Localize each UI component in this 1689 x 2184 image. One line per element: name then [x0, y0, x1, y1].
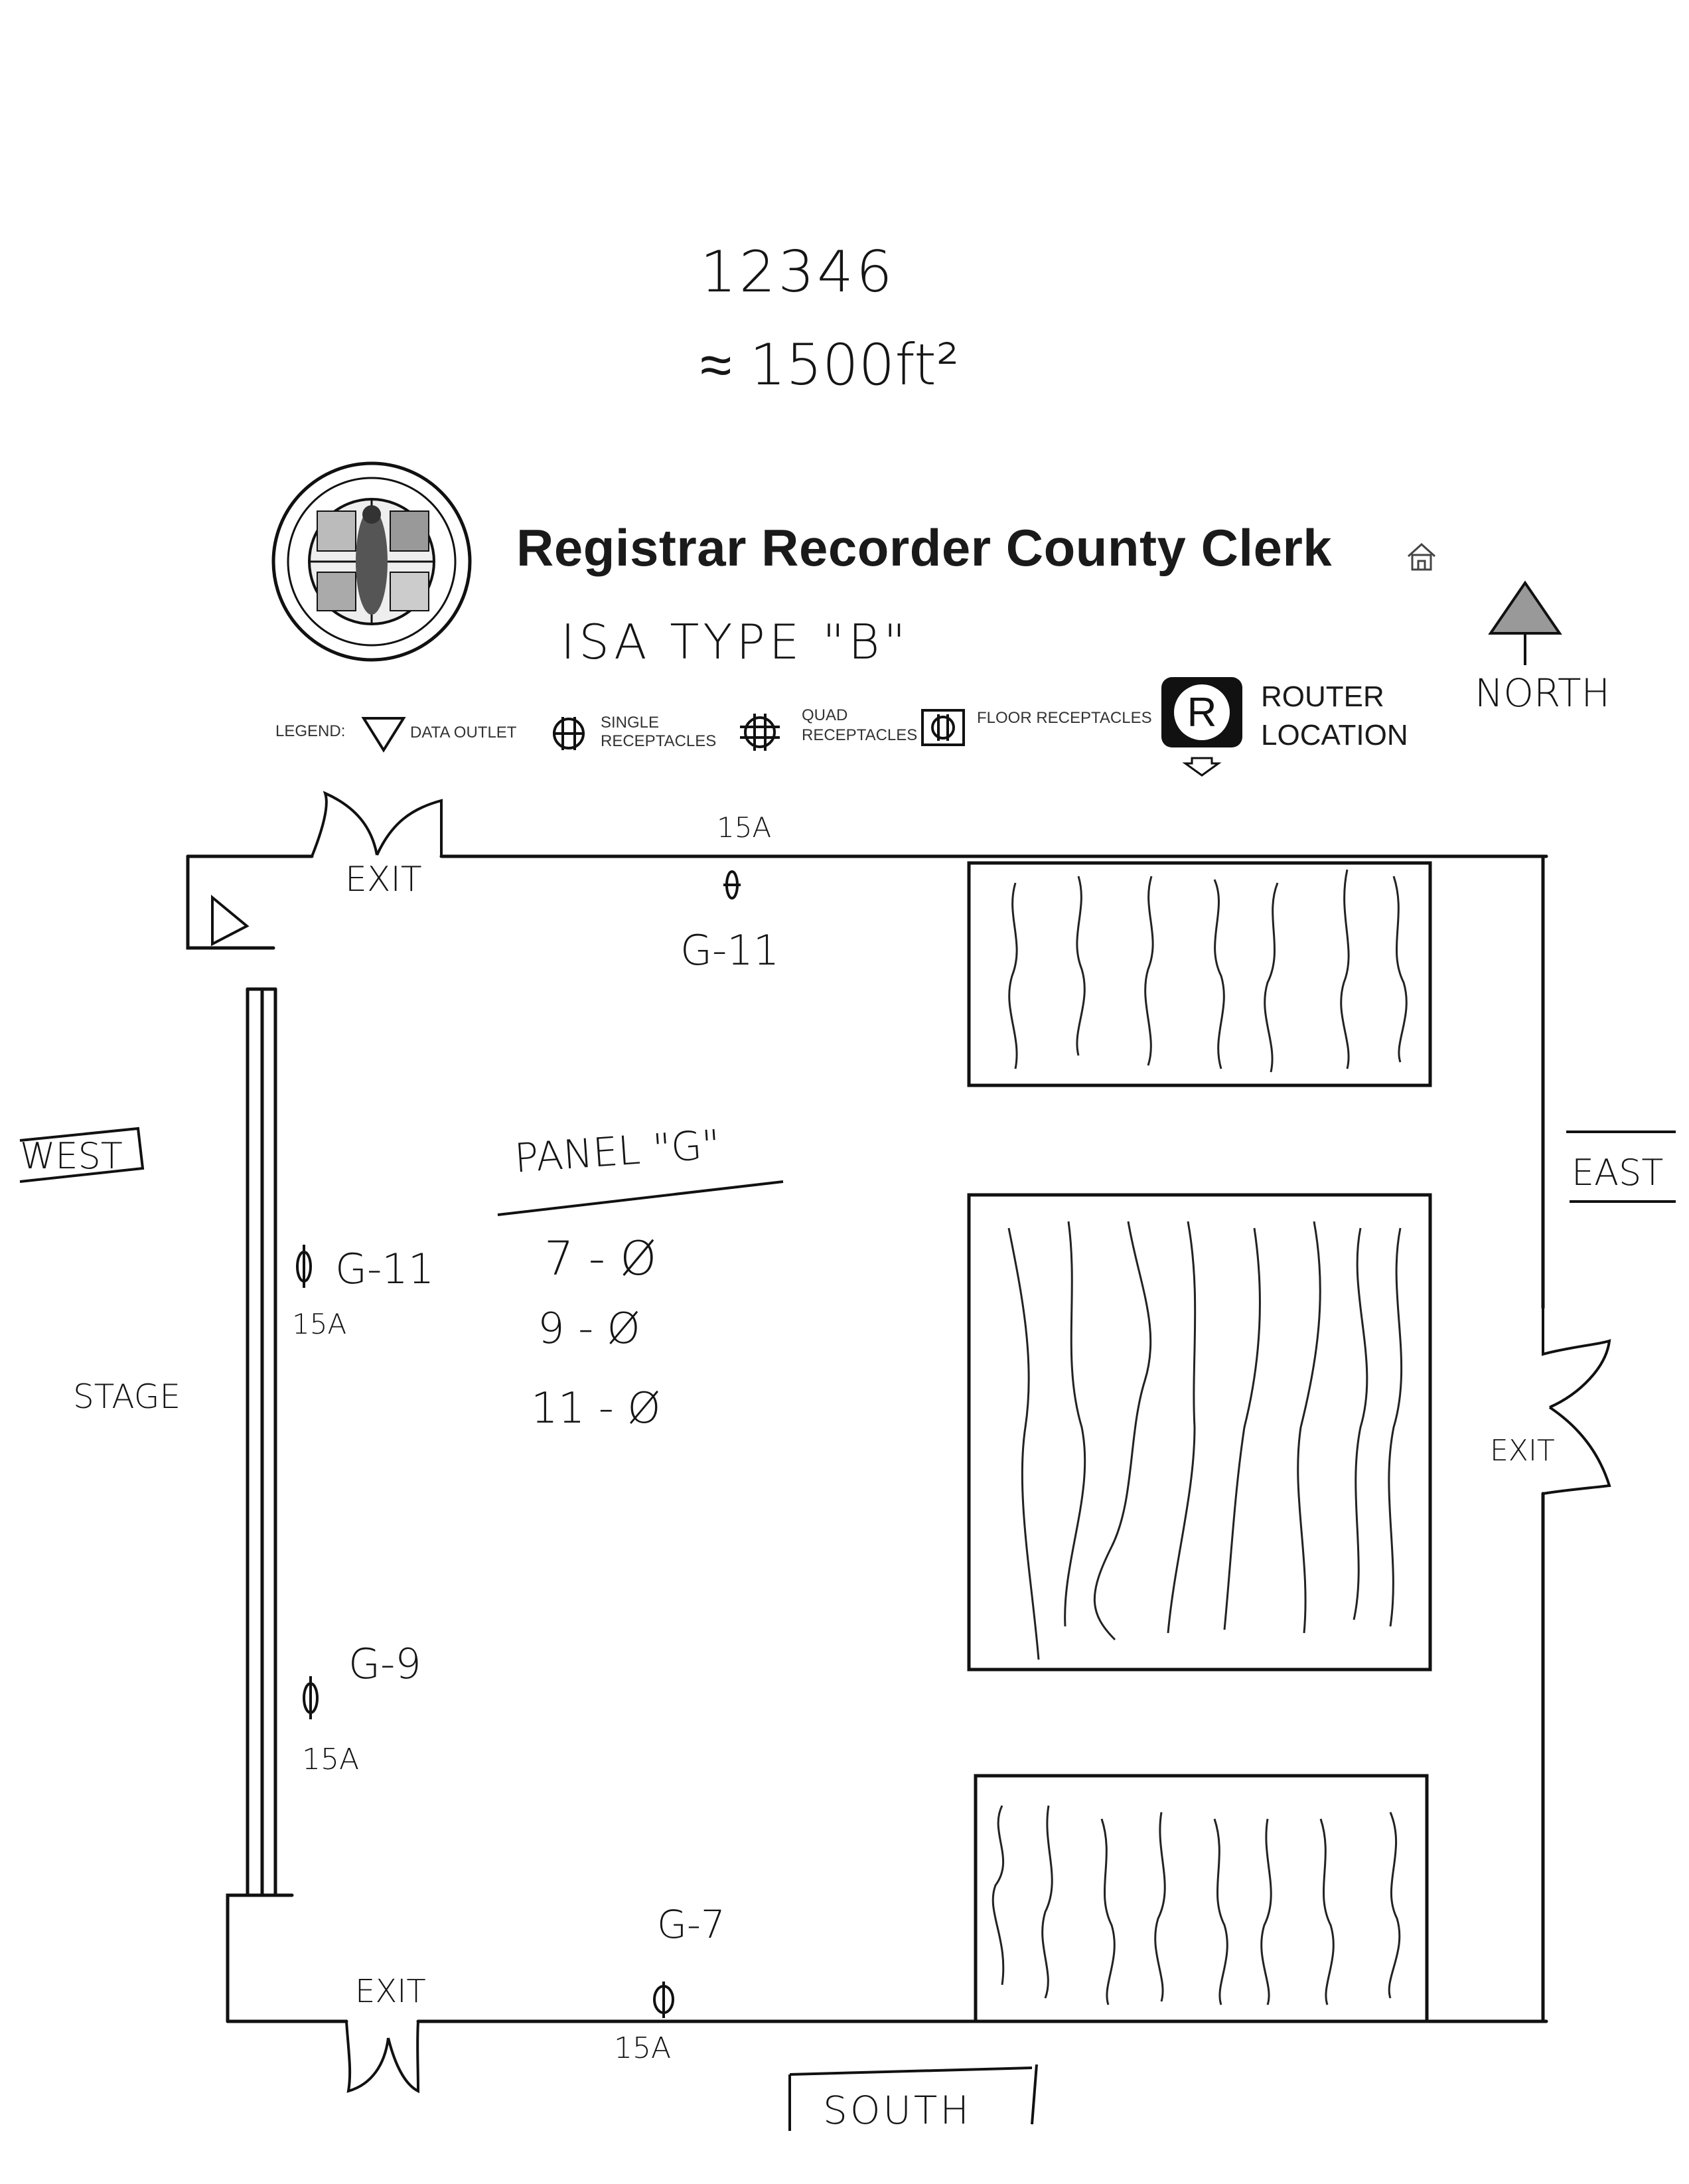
legend-router-icon: [1161, 677, 1242, 777]
isa-type-label: ISA TYPE "B": [561, 614, 910, 670]
north-receptacle-amps: 15A: [717, 811, 772, 844]
room-walls: [186, 854, 1548, 2023]
seating-block-center: [967, 1193, 1432, 1672]
legend-router-label-2: LOCATION: [1261, 719, 1408, 751]
org-title: Registrar Recorder County Clerk: [516, 518, 1333, 577]
door-east-icon: [1542, 1308, 1611, 1495]
panel-row-9: 9 - Ø: [538, 1304, 640, 1354]
legend-quad-receptacle-icon: [740, 714, 780, 751]
exit-east-label: EXIT: [1490, 1434, 1555, 1468]
legend-data-outlet-icon: [361, 717, 406, 753]
exit-south-label: EXIT: [355, 1973, 426, 2010]
legend-router-symbol: R: [1187, 690, 1217, 736]
job-number: 12346: [700, 239, 895, 305]
seating-block-north: [967, 861, 1432, 1087]
legend-quad-label-2: RECEPTACLES: [802, 726, 918, 744]
legend-single-label-1: SINGLE: [601, 714, 660, 732]
south-receptacle-amps: 15A: [614, 2031, 672, 2065]
north-receptacle-circuit: G-11: [680, 926, 780, 975]
panel-underline: [497, 1180, 784, 1216]
west-receptacle-lower-amps: 15A: [302, 1743, 360, 1776]
south-receptacle-circuit: G-7: [657, 1902, 725, 1947]
home-icon: [1407, 542, 1436, 571]
door-north-icon: [311, 791, 443, 857]
seating-block-south: [974, 1774, 1429, 2023]
direction-frames: [19, 1127, 1676, 2131]
north-label: NORTH: [1475, 670, 1611, 716]
panel-row-7: 7 - Ø: [544, 1231, 657, 1286]
receptacle-south-icon: [653, 1982, 674, 2018]
west-receptacle-upper-circuit: G-11: [335, 1245, 435, 1293]
county-seal-icon: [271, 461, 472, 662]
west-receptacle-upper-amps: 15A: [292, 1308, 347, 1340]
panel-row-11: 11 - Ø: [531, 1384, 661, 1433]
legend-label: LEGEND:: [275, 722, 346, 740]
legend-data-outlet-label: DATA OUTLET: [410, 724, 517, 741]
data-outlet-icon: [211, 894, 250, 947]
receptacle-west-lower-icon: [303, 1676, 319, 1719]
exit-north-label: EXIT: [345, 860, 422, 899]
east-label: EAST: [1572, 1152, 1664, 1194]
legend-floor-receptacle-icon: [921, 709, 965, 746]
receptacle-north-icon: [723, 870, 741, 899]
receptacle-west-upper-icon: [296, 1245, 312, 1288]
area-note: ≈ 1500ft²: [700, 332, 960, 398]
legend-quad-label-1: QUAD: [802, 706, 848, 724]
door-south-icon: [345, 2021, 420, 2094]
stage-label: STAGE: [73, 1377, 181, 1416]
legend-floor-label: FLOOR RECEPTACLES: [977, 709, 1152, 727]
west-receptacle-lower-circuit: G-9: [348, 1640, 421, 1688]
west-label: WEST: [20, 1135, 123, 1177]
legend-single-receptacle-icon: [553, 717, 585, 750]
legend-router-label-1: ROUTER: [1261, 680, 1384, 713]
north-arrow-icon: [1488, 580, 1562, 665]
south-label: SOUTH: [823, 2088, 972, 2133]
legend-single-label-2: RECEPTACLES: [601, 732, 717, 750]
